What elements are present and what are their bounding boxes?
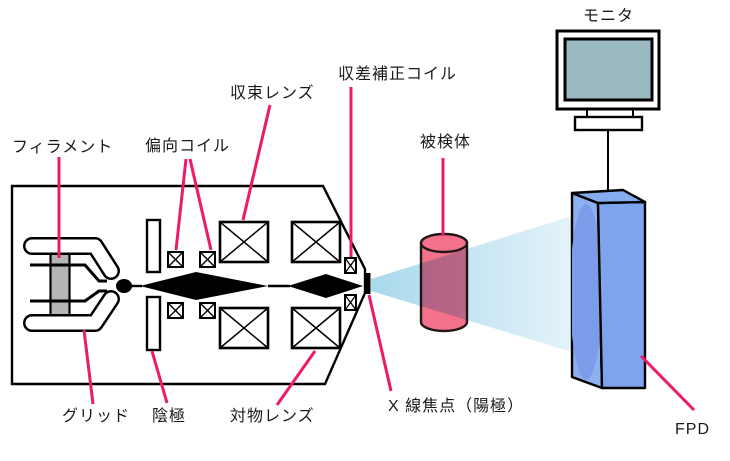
- fpd-top-face: [570, 188, 647, 205]
- monitor-base: [573, 115, 644, 132]
- label-monitor: モニタ: [583, 7, 634, 25]
- pointer-fpd: [639, 354, 696, 412]
- pointer-cathode: [150, 350, 169, 404]
- xray-cone: [371, 216, 572, 352]
- pointer-focal-spot: [367, 294, 393, 392]
- objective-lens-bottom: [290, 306, 342, 350]
- cathode-plate-top: [145, 218, 162, 274]
- pointer-lines: [57, 87, 696, 412]
- cathode-cup-top-line: [30, 263, 107, 283]
- deflection-coil-top-1: [167, 251, 184, 268]
- pointer-deflection-2: [188, 158, 213, 251]
- label-xray-focal-spot: X 線焦点（陽極）: [388, 397, 524, 415]
- aberration-coil-top: [344, 257, 357, 274]
- monitor-screen: [563, 37, 654, 102]
- monitor: [555, 29, 661, 132]
- label-grid: グリッド: [62, 407, 130, 425]
- label-aberration-coil: 収差補正コイル: [338, 65, 457, 83]
- tube-housing: [10, 184, 367, 386]
- fpd-image-ellipse: [572, 204, 602, 380]
- grid-bracket-bottom: [23, 290, 120, 332]
- electron-gun: [23, 237, 132, 332]
- label-cathode: 陰極: [152, 407, 186, 425]
- condenser-lens-bottom: [218, 306, 270, 350]
- electron-beam: [131, 272, 363, 300]
- label-specimen: 被検体: [420, 133, 471, 151]
- pointer-condenser: [241, 104, 272, 221]
- fpd-right-face: [596, 200, 647, 390]
- deflection-coil-bottom-1: [167, 302, 184, 319]
- deflection-coil-bottom-2: [199, 302, 216, 319]
- cathode-plate-bottom: [145, 295, 162, 352]
- deflection-coil-top-2: [199, 251, 216, 268]
- grid-bracket-top: [23, 237, 120, 280]
- label-filament: フィラメント: [12, 139, 113, 156]
- label-condenser-lens: 収束レンズ: [230, 84, 315, 102]
- pointer-grid: [82, 329, 95, 405]
- fpd-detector: [570, 188, 647, 390]
- aberration-coil-bottom: [344, 294, 357, 311]
- pointer-deflection-1: [174, 158, 188, 251]
- objective-lens-top: [290, 220, 342, 264]
- focal-spot-bar: [366, 273, 371, 294]
- label-fpd: FPD: [675, 421, 710, 438]
- electron-source-dot: [116, 279, 132, 293]
- pointer-objective: [275, 350, 317, 406]
- condenser-lens-top: [218, 220, 270, 264]
- label-deflection-coil: 偏向コイル: [145, 137, 230, 155]
- cathode-cup-bottom-line: [30, 289, 107, 303]
- label-objective-lens: 対物レンズ: [230, 407, 315, 425]
